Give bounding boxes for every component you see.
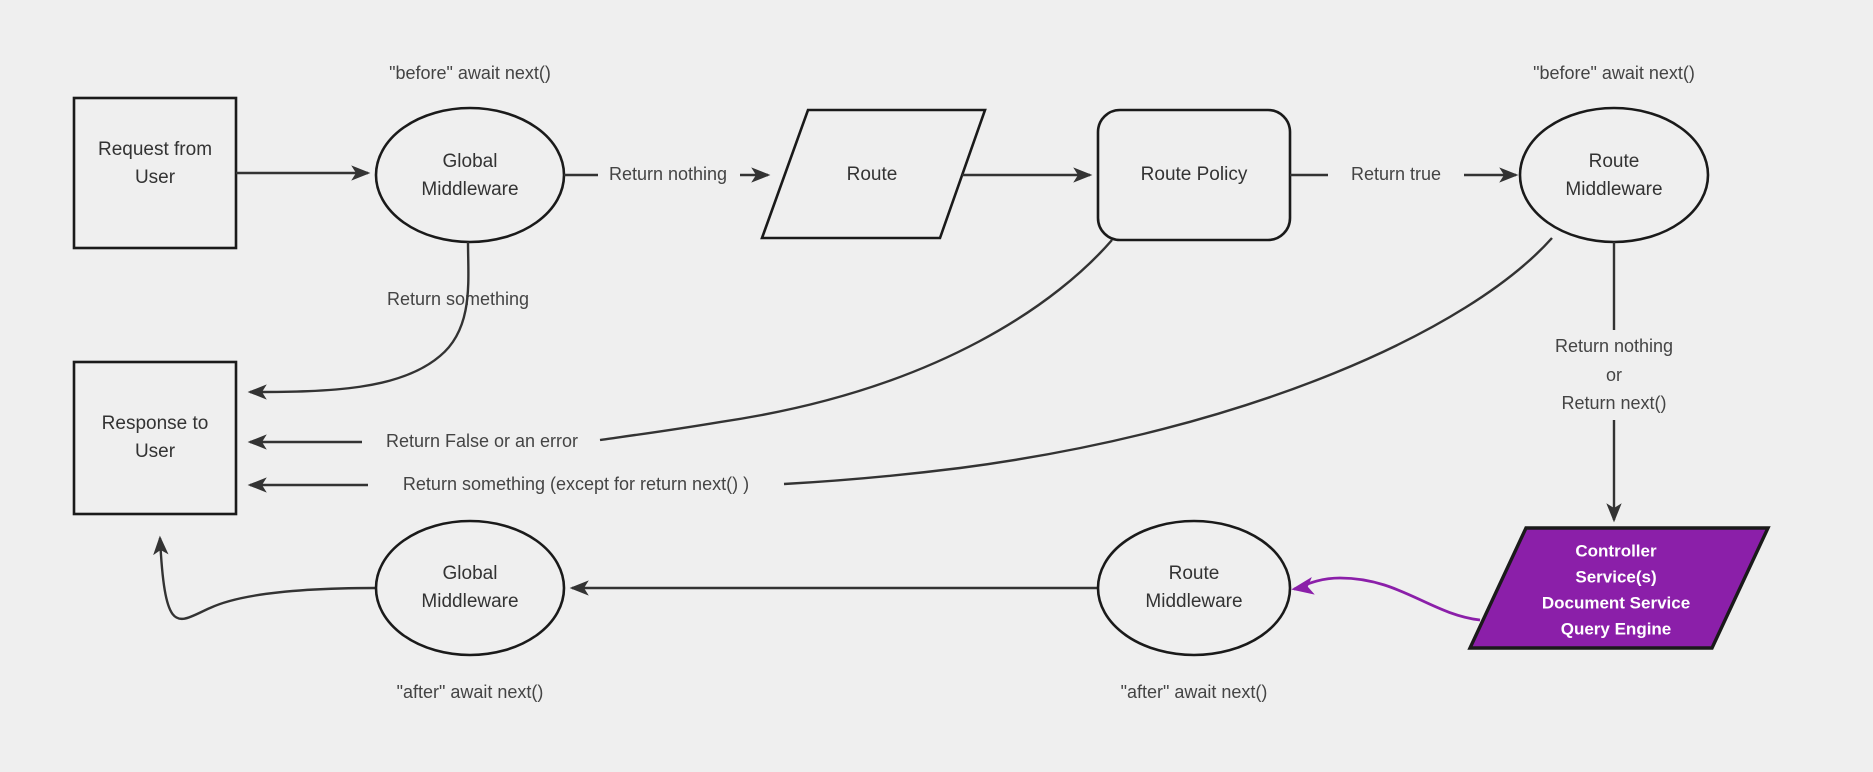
global-middleware-bottom-label-line2: Middleware: [421, 591, 518, 612]
request-from-user-label-line2: User: [135, 167, 176, 188]
node-response-to-user[interactable]: Response to User: [72, 360, 238, 516]
global-middleware-top-label-line1: Global: [443, 151, 498, 172]
edge-global-middleware-bottom-to-response: [153, 535, 377, 621]
global-middleware-top-label-line2: Middleware: [421, 179, 518, 200]
controller-label-line1: Controller: [1575, 541, 1657, 560]
node-route-middleware-bottom[interactable]: Route Middleware: [1096, 519, 1292, 657]
controller-label-line3: Document Service: [1542, 593, 1690, 612]
controller-label-line2: Service(s): [1575, 567, 1656, 586]
node-route-middleware-top[interactable]: Route Middleware: [1518, 106, 1710, 244]
global-middleware-bottom-ellipse[interactable]: [374, 519, 566, 657]
route-middleware-bottom-label-line1: Route: [1169, 563, 1220, 584]
edge-label-return-false-or-error: Return False or an error: [386, 431, 578, 451]
route-policy-label: Route Policy: [1141, 164, 1248, 185]
edge-route-middleware-to-response-curve: [783, 237, 1553, 486]
route-middleware-bottom-label-line2: Middleware: [1145, 591, 1242, 612]
edge-label-return-nothing: Return nothing: [609, 164, 727, 184]
route-middleware-top-label-line2: Middleware: [1565, 179, 1662, 200]
annotation-before-await-next-route: "before" await next(): [1533, 63, 1695, 83]
response-to-user-label-line2: User: [135, 441, 176, 462]
global-middleware-top-ellipse[interactable]: [374, 106, 566, 244]
edge-controller-to-route-middleware-bottom: [1291, 576, 1481, 622]
node-global-middleware-top[interactable]: Global Middleware: [374, 106, 566, 244]
request-from-user-label-line1: Request from: [98, 139, 212, 160]
response-to-user-label-line1: Response to: [102, 413, 209, 434]
response-to-user-box[interactable]: [72, 360, 238, 516]
route-parallelogram[interactable]: [760, 108, 987, 240]
node-route[interactable]: Route: [760, 108, 987, 240]
edge-label-return-nothing-or-next-line3: Return next(): [1561, 393, 1666, 413]
annotation-after-await-next-route: "after" await next(): [1121, 682, 1268, 702]
annotation-before-await-next-global: "before" await next(): [389, 63, 551, 83]
edge-label-return-nothing-or-next-line1: Return nothing: [1555, 336, 1673, 356]
controller-services-parallelogram[interactable]: [1467, 526, 1771, 650]
edge-global-middleware-to-response-return-something: [247, 241, 470, 400]
edge-label-return-true: Return true: [1351, 164, 1441, 184]
node-global-middleware-bottom[interactable]: Global Middleware: [374, 519, 566, 657]
edge-label-return-something-except-next: Return something (except for return next…: [403, 474, 749, 494]
edge-route-policy-to-response-curve: [599, 239, 1113, 442]
route-middleware-top-label-line1: Route: [1589, 151, 1640, 172]
edge-label-return-nothing-or-next-line2: or: [1606, 365, 1622, 385]
route-middleware-bottom-ellipse[interactable]: [1096, 519, 1292, 657]
request-from-user-box[interactable]: [72, 96, 238, 250]
global-middleware-bottom-label-line1: Global: [443, 563, 498, 584]
node-route-policy[interactable]: Route Policy: [1096, 108, 1292, 242]
node-request-from-user[interactable]: Request from User: [72, 96, 238, 250]
annotation-after-await-next-global: "after" await next(): [397, 682, 544, 702]
route-middleware-top-ellipse[interactable]: [1518, 106, 1710, 244]
controller-label-line4: Query Engine: [1561, 619, 1672, 638]
route-label: Route: [847, 164, 898, 185]
edge-label-return-something: Return something: [387, 289, 529, 309]
node-controller-services[interactable]: Controller Service(s) Document Service Q…: [1467, 526, 1771, 650]
